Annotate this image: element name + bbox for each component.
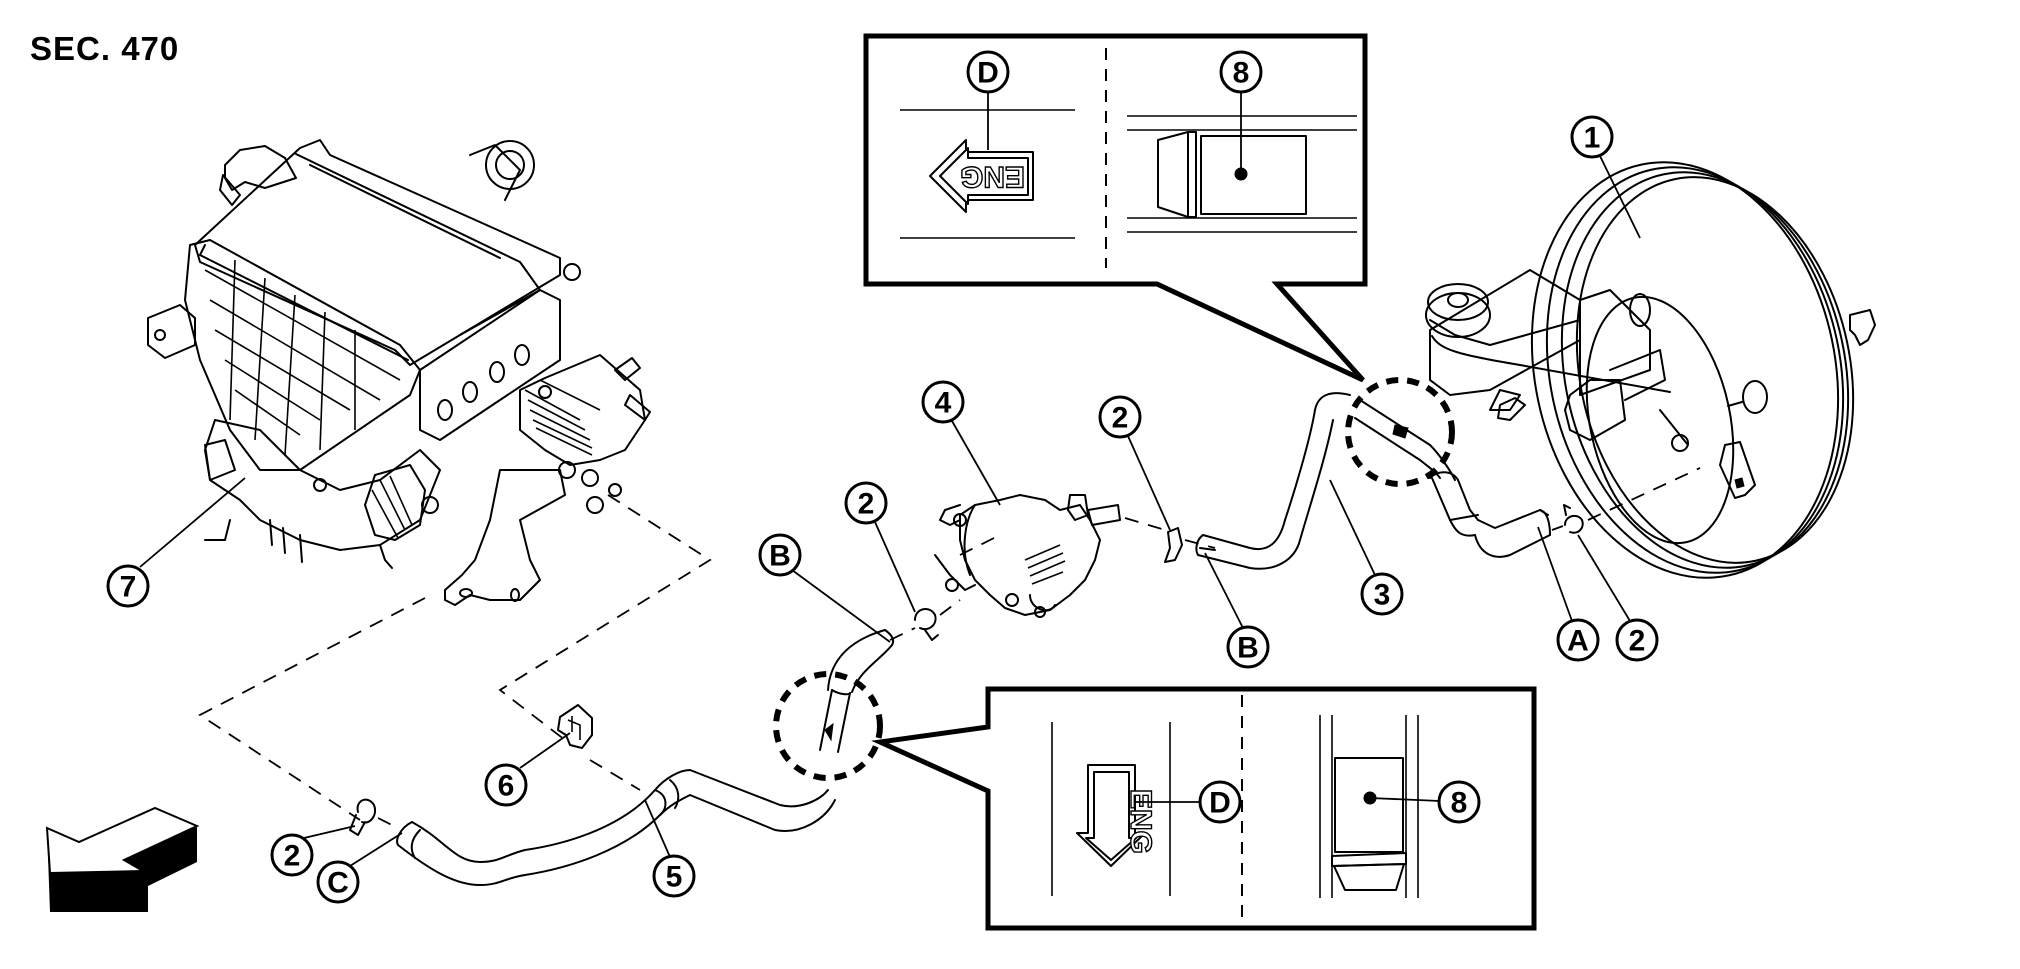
callout-2-pump-left: 2	[844, 481, 888, 525]
callout-2-lower-left: 2	[270, 833, 314, 877]
callout-7: 7	[106, 564, 150, 608]
svg-text:6: 6	[498, 770, 515, 803]
engine-illustration	[147, 139, 651, 606]
inset-top: ENG	[863, 33, 1368, 383]
callout-5: 5	[652, 854, 696, 898]
svg-text:B: B	[1237, 632, 1259, 665]
svg-text:4: 4	[935, 387, 952, 420]
callout-D-bottom-inset: D	[1198, 780, 1242, 824]
callout-B-upper: B	[758, 533, 802, 577]
vacuum-hose-3	[1195, 392, 1551, 570]
svg-text:B: B	[769, 540, 791, 573]
vacuum-pump-illustration	[934, 494, 1121, 618]
callout-6: 6	[484, 763, 528, 807]
callout-A: A	[1556, 618, 1600, 662]
svg-text:8: 8	[1233, 57, 1250, 90]
detail-circle-lower	[773, 671, 883, 781]
vacuum-hose-5	[396, 629, 895, 886]
svg-text:5: 5	[666, 861, 683, 894]
svg-text:2: 2	[1112, 402, 1129, 435]
svg-text:D: D	[977, 57, 999, 90]
front-direction-arrow-icon	[45, 806, 200, 912]
svg-text:D: D	[1209, 787, 1231, 820]
section-title: SEC. 470	[30, 30, 180, 67]
hose-clip-6	[557, 704, 593, 749]
clamp-booster	[1551, 467, 1701, 534]
callout-D-top-inset: D	[966, 50, 1010, 94]
svg-text:2: 2	[858, 488, 875, 521]
svg-text:2: 2	[284, 840, 301, 873]
callout-2-booster: 2	[1615, 618, 1659, 662]
callout-C: C	[316, 860, 360, 904]
svg-text:C: C	[327, 867, 349, 900]
svg-text:1: 1	[1584, 122, 1601, 155]
svg-text:2: 2	[1629, 625, 1646, 658]
callout-2-pump-right: 2	[1098, 395, 1142, 439]
svg-text:8: 8	[1451, 787, 1468, 820]
brake-booster-illustration	[1425, 161, 1876, 579]
leader-lines	[139, 155, 1641, 867]
bottom-inset-eng-text: ENG	[1124, 789, 1157, 854]
callout-3: 3	[1360, 572, 1404, 616]
svg-text:7: 7	[120, 571, 137, 604]
callout-B-lower: B	[1226, 625, 1270, 669]
callout-1: 1	[1570, 115, 1614, 159]
clamp-lower-left	[349, 798, 399, 836]
svg-text:A: A	[1567, 625, 1589, 658]
detail-circle-upper	[1345, 377, 1455, 487]
callout-8-bottom-inset: 8	[1437, 780, 1481, 824]
clamp-pump-right	[1124, 517, 1216, 563]
clamp-pump-left	[889, 599, 961, 641]
top-inset-eng-text: ENG	[960, 160, 1025, 193]
callout-8-top-inset: 8	[1219, 50, 1263, 94]
dashed-install-lines	[198, 494, 712, 821]
svg-text:3: 3	[1374, 579, 1391, 612]
callout-4: 4	[921, 380, 965, 424]
